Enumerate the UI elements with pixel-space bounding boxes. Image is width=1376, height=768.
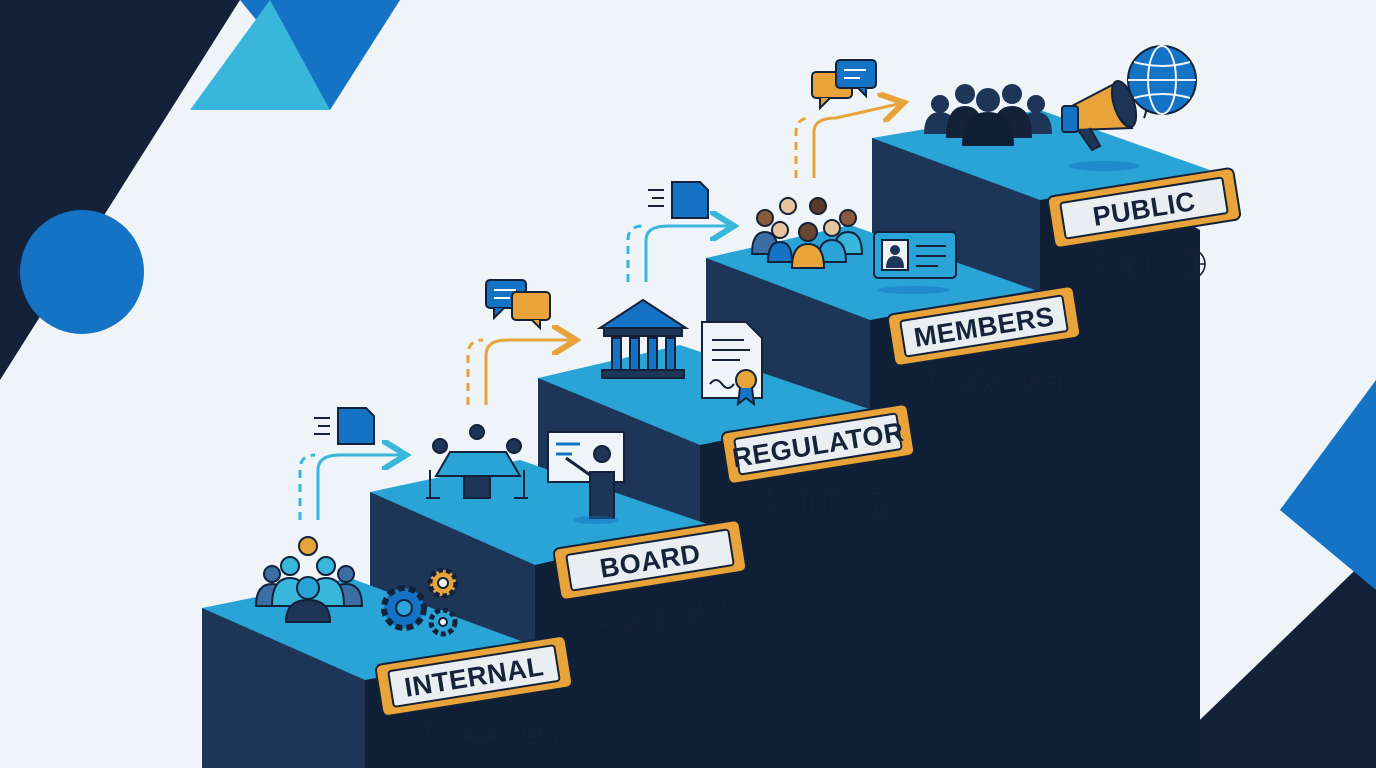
presentation-icon (689, 593, 725, 636)
circle-decor (20, 210, 144, 334)
meeting-table-icon (625, 601, 665, 638)
gears-icon (521, 712, 559, 750)
label-public: PUBLIC (1046, 167, 1242, 249)
label-internal: INTERNAL (374, 635, 574, 717)
legend-board (595, 593, 725, 638)
chat-bubbles-icon (811, 59, 877, 111)
team-icon (254, 536, 364, 623)
team-icon (457, 722, 503, 751)
legend-regulator (765, 477, 889, 519)
triangle-right-blue (1280, 380, 1376, 590)
people-group-icon (959, 364, 1005, 399)
legend-internal (423, 712, 559, 751)
connector-internal-board (298, 407, 400, 520)
document-icon (648, 181, 709, 219)
corner-shape-bottom-right (1150, 550, 1376, 768)
document-icon (314, 407, 375, 445)
certificate-icon (861, 477, 889, 519)
legend-public (1093, 248, 1206, 285)
connector-members-public (794, 59, 898, 178)
member-id-card-icon (1023, 369, 1061, 393)
megaphone-icon (1121, 250, 1157, 285)
connector-board-regulator (466, 279, 570, 405)
globe-icon (1127, 45, 1197, 115)
gears-icon (381, 567, 459, 637)
government-building-icon (596, 298, 690, 379)
government-building-icon (795, 481, 841, 519)
globe-icon (1174, 248, 1206, 280)
label-members: MEMBERS (886, 285, 1082, 367)
legend-members (927, 364, 1061, 399)
triangle-top-cyan (190, 0, 330, 110)
certificate-icon (701, 321, 763, 407)
label-regulator: REGULATOR (720, 403, 916, 485)
crowd-icon (924, 84, 1052, 146)
member-id-card-icon (873, 231, 957, 294)
people-group-icon (750, 197, 864, 269)
chat-bubbles-icon (485, 279, 551, 331)
label-board: BOARD (552, 519, 748, 601)
corner-shape-top-left (0, 0, 240, 380)
meeting-table-icon (426, 424, 528, 499)
connector-regulator-members (626, 181, 728, 282)
presentation-icon (547, 431, 625, 524)
